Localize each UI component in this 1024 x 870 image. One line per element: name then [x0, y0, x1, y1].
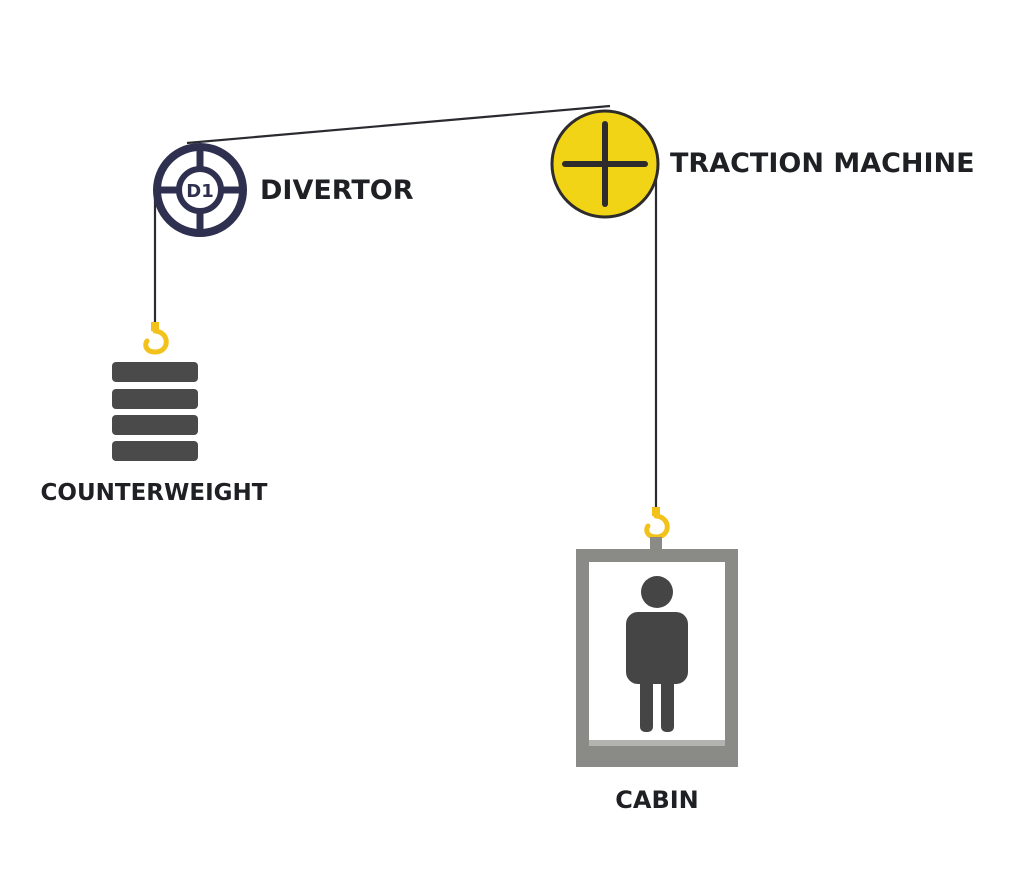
traction-machine-icon — [550, 109, 660, 219]
ropes — [153, 104, 658, 510]
cabin-label: CABIN — [615, 786, 699, 814]
traction-machine-label: TRACTION MACHINE — [670, 148, 975, 179]
divertor-label: DIVERTOR — [260, 175, 414, 206]
cabin-icon — [576, 549, 738, 767]
rope-top-span — [186, 104, 611, 145]
cabin-hook-icon — [644, 507, 670, 549]
counterweight-icon — [112, 362, 198, 461]
divertor-icon: D1 — [153, 143, 247, 237]
counterweight-hook-icon — [143, 322, 169, 355]
divertor-badge: D1 — [186, 181, 213, 202]
person-icon — [626, 576, 688, 732]
counterweight-label: COUNTERWEIGHT — [41, 480, 268, 506]
